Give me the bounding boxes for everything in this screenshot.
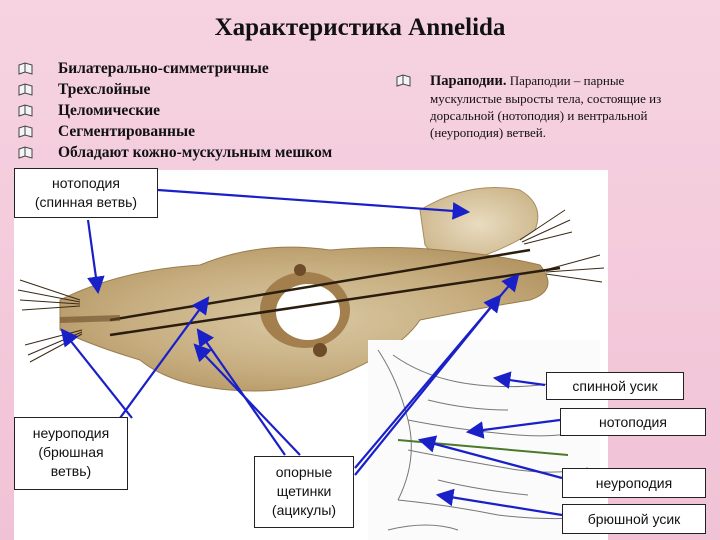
list-item: Билатерально-симметричные xyxy=(18,58,332,79)
bullet-icon xyxy=(18,146,33,159)
parapodia-term: Параподии. xyxy=(430,73,507,89)
label-neuropodia-ventral: неуроподия (брюшная ветвь) xyxy=(14,417,128,490)
list-item-text: Трехслойные xyxy=(58,81,151,98)
label-line: неуроподия xyxy=(595,475,673,491)
label-dorsal-cirrus: спинной усик xyxy=(546,372,684,400)
parapodia-text: Параподии. Параподии – парные мускулисты… xyxy=(396,72,696,141)
label-line: щетинки xyxy=(276,483,332,499)
label-aciculae: опорные щетинки (ацикулы) xyxy=(254,456,354,528)
list-item: Трехслойные xyxy=(18,79,332,100)
label-line: (брюшная xyxy=(38,444,104,460)
characteristics-list: Билатерально-симметричные Трехслойные Це… xyxy=(18,58,332,163)
label-notopodia: нотоподия xyxy=(560,408,706,436)
bullet-icon xyxy=(18,104,33,117)
bullet-icon xyxy=(18,83,33,96)
label-line: (спинная ветвь) xyxy=(34,194,138,210)
label-line: ветвь) xyxy=(50,463,92,479)
list-item-text: Сегментированные xyxy=(58,123,195,140)
label-line: нотоподия xyxy=(52,175,120,191)
label-line: спинной усик xyxy=(572,378,658,394)
parapodia-description: Параподии – парные мускулистые выросты т… xyxy=(430,73,662,140)
label-line: брюшной усик xyxy=(587,511,681,527)
label-notopodia-dorsal: нотоподия (спинная ветвь) xyxy=(14,168,158,218)
label-line: нотоподия xyxy=(599,414,667,430)
slide-title: Характеристика Annelida xyxy=(214,14,506,41)
label-line: (ацикулы) xyxy=(271,502,337,518)
list-item-text: Целомические xyxy=(58,102,161,119)
list-item-text: Обладают кожно-мускульным мешком xyxy=(58,144,333,161)
parapodia-definition: Параподии. Параподии – парные мускулисты… xyxy=(396,72,696,141)
bullet-icon xyxy=(396,74,411,87)
label-line: опорные xyxy=(275,464,333,480)
bullet-icon xyxy=(18,125,33,138)
list-item: Целомические xyxy=(18,100,332,121)
bullet-icon xyxy=(18,62,33,75)
label-line: неуроподия xyxy=(32,425,110,441)
list-item-text: Билатерально-симметричные xyxy=(58,60,269,77)
label-ventral-cirrus: брюшной усик xyxy=(562,504,706,534)
list-item: Сегментированные xyxy=(18,121,332,142)
label-neuropodia: неуроподия xyxy=(562,468,706,498)
list-item: Обладают кожно-мускульным мешком xyxy=(18,142,332,163)
